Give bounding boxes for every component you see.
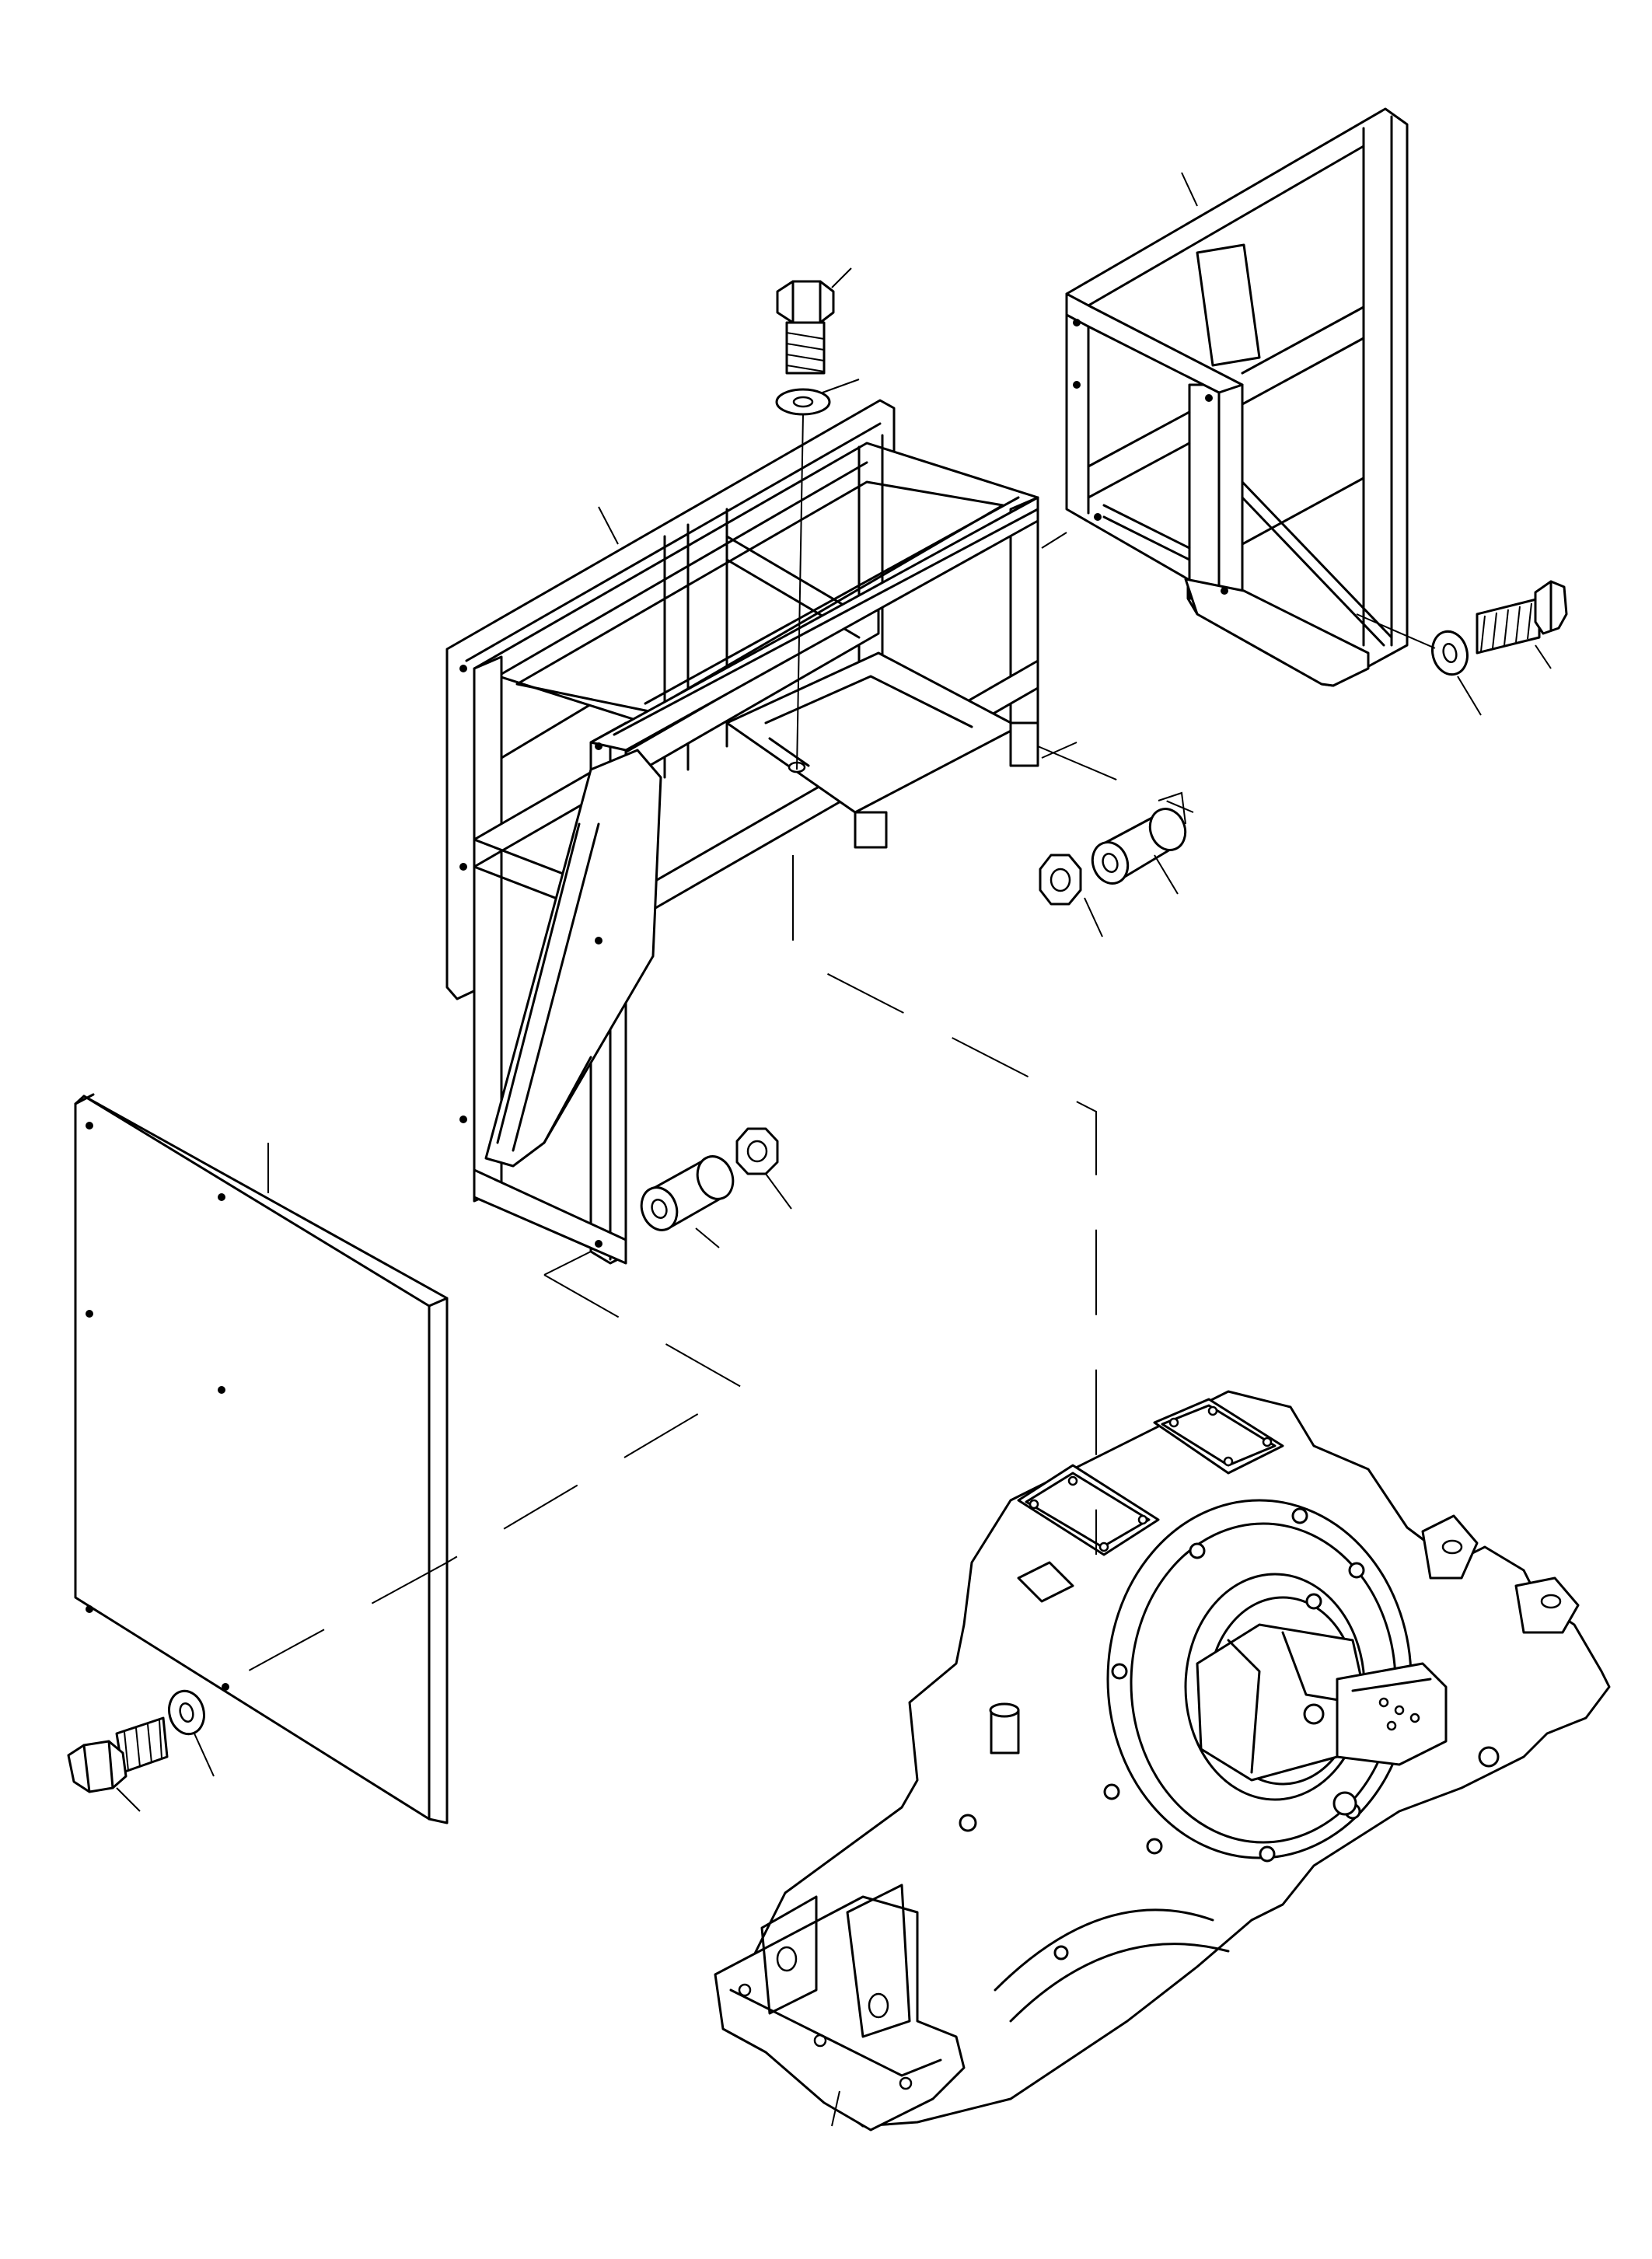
flat-washer xyxy=(1431,630,1469,676)
cover-plate xyxy=(74,1093,449,1824)
hex-bolt xyxy=(67,1716,169,1793)
hex-bolt xyxy=(1476,580,1568,655)
flat-washer xyxy=(775,388,831,416)
spacer-collar xyxy=(640,1155,735,1231)
hex-bolt xyxy=(776,280,835,375)
mounting-housing xyxy=(714,1390,1611,2132)
leader-lines xyxy=(116,172,1552,2127)
front-frame-bracket xyxy=(445,399,1039,1265)
hex-nut xyxy=(1039,854,1082,906)
rear-frame-bracket xyxy=(1065,107,1409,687)
assembly-lines xyxy=(232,532,1447,1680)
spacer-collar xyxy=(1091,808,1187,885)
hex-nut xyxy=(735,1127,779,1175)
flat-washer xyxy=(168,1689,205,1736)
